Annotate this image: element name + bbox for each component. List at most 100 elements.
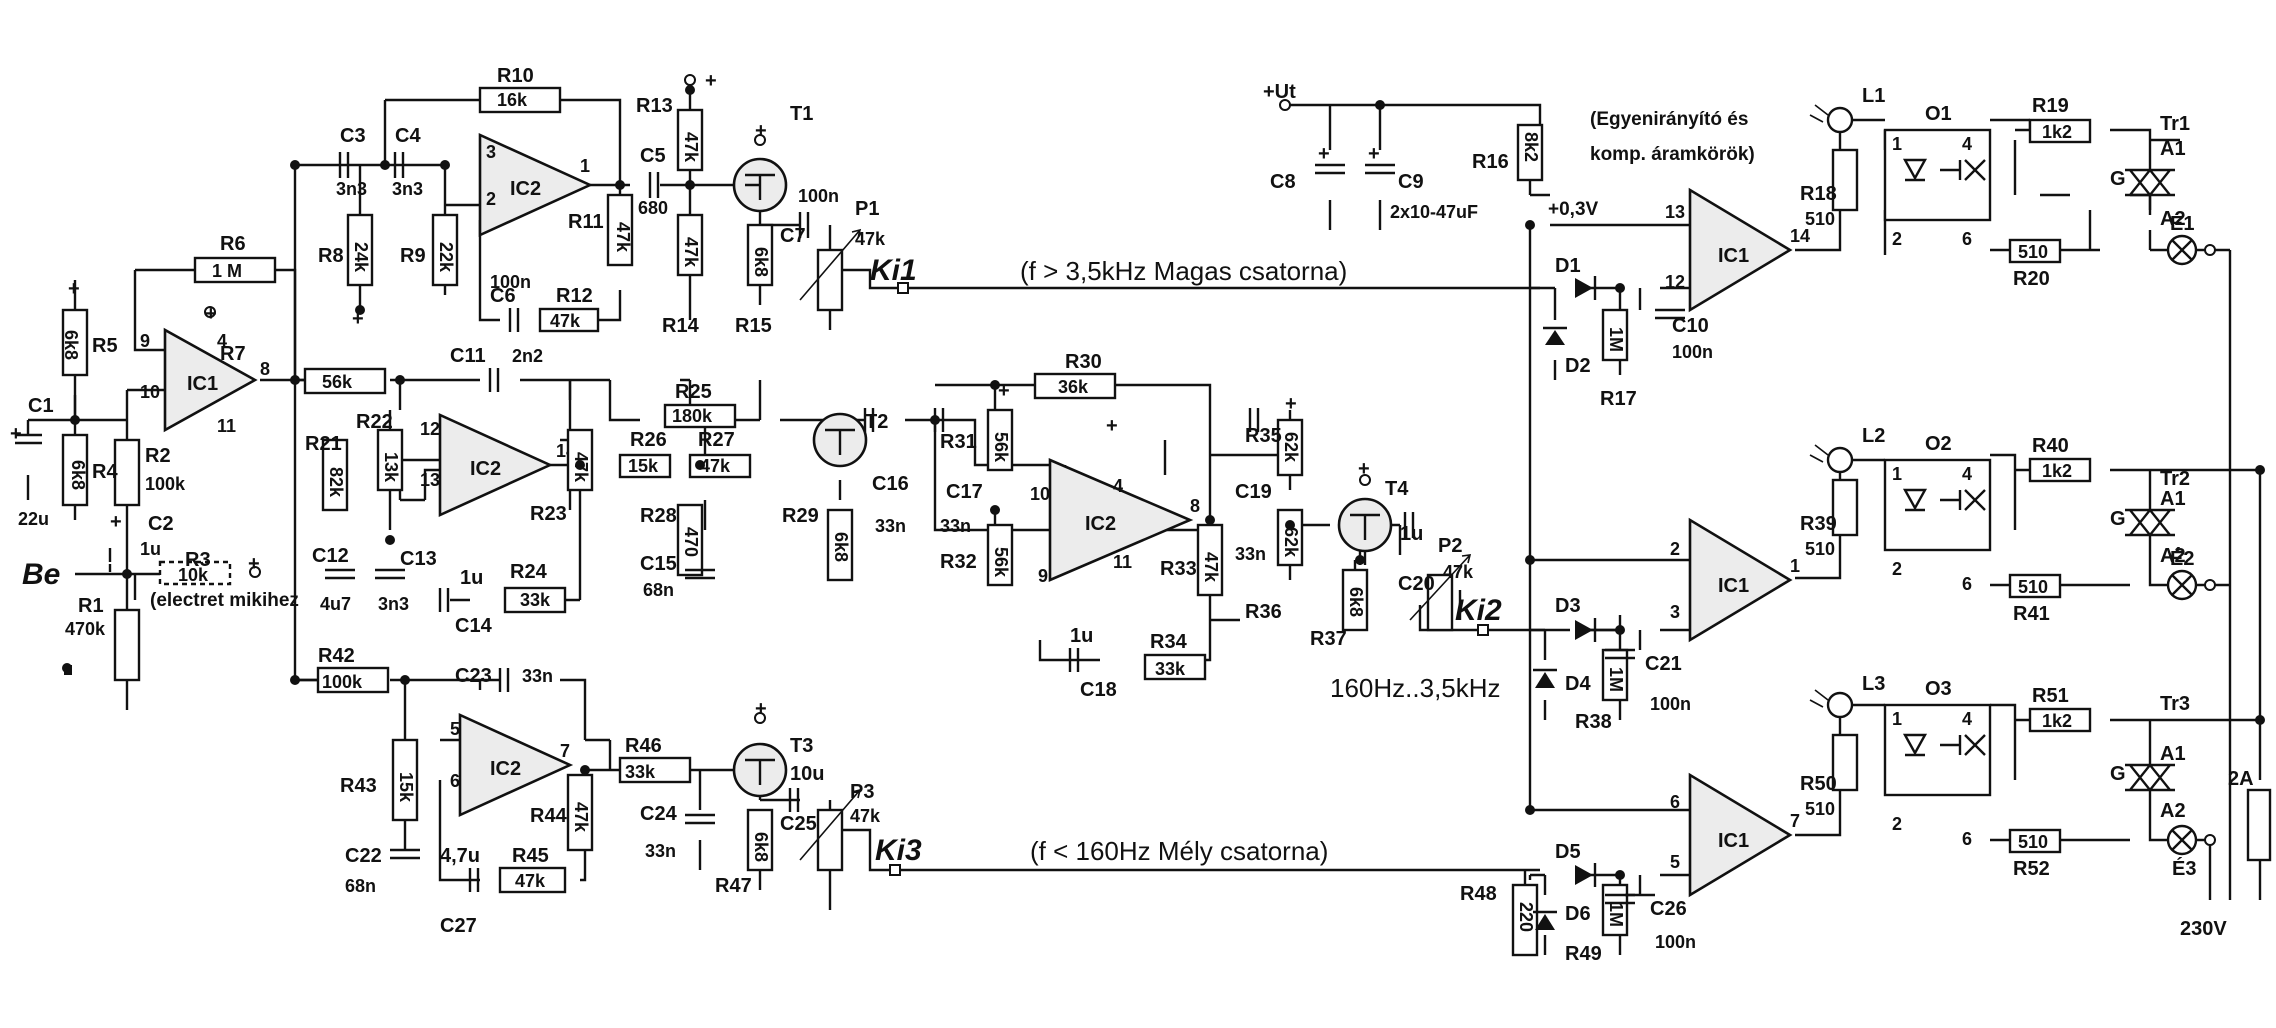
label-tr1-a1: A1 <box>2160 138 2186 160</box>
value-r30: 36k <box>1058 377 1089 397</box>
label-r26: R26 <box>630 429 667 451</box>
pin-label: 1 <box>1892 134 1902 154</box>
label-r22: R22 <box>356 411 393 433</box>
value-r13: 47k <box>681 132 701 163</box>
label-r6: R6 <box>220 233 246 255</box>
label-tr1-a2: A2 <box>2160 208 2186 230</box>
opamp-label: IC1 <box>1718 830 1749 852</box>
pin-label: 1 <box>1892 464 1902 484</box>
label-r42: R42 <box>318 645 355 667</box>
value-c11: 2n2 <box>512 346 543 366</box>
pin-label: 10 <box>140 382 160 402</box>
output-2-label: Ki2 <box>1455 594 1502 627</box>
value-r42: 100k <box>322 672 363 692</box>
value-c12: 4u7 <box>320 594 351 614</box>
label-l1: L1 <box>1862 85 1885 107</box>
label-r45: R45 <box>512 845 549 867</box>
value-r6: 1 M <box>212 261 242 281</box>
value-r18: 510 <box>1805 209 1835 229</box>
value-r43: 15k <box>396 772 416 803</box>
value-c19: 33n <box>1235 544 1266 564</box>
value-r12: 47k <box>550 311 581 331</box>
value-c21: 100n <box>1650 694 1691 714</box>
value-r1: 470k <box>65 619 106 639</box>
junction-dots <box>62 74 2265 880</box>
plus-sign: + <box>352 308 364 330</box>
pin-label: 5 <box>450 719 460 739</box>
pin-label: 5 <box>1670 852 1680 872</box>
label-r23: R23 <box>530 503 567 525</box>
label-c9: C9 <box>1398 171 1424 193</box>
label-c12: C12 <box>312 545 349 567</box>
label-r1: R1 <box>78 595 104 617</box>
pin-label: 11 <box>217 416 236 436</box>
high-channel-caption: (f > 3,5kHz Magas csatorna) <box>1020 256 1347 286</box>
plus-sign: + <box>1358 458 1370 480</box>
label-r41: R41 <box>2013 603 2050 625</box>
fuse-label: 2A <box>2228 768 2254 790</box>
value-r52: 510 <box>2018 832 2048 852</box>
label-tr1-gate: G <box>2110 168 2126 190</box>
value-r37: 6k8 <box>1346 587 1366 617</box>
label-r11: R11 <box>568 211 604 233</box>
value-c15: 68n <box>643 580 674 600</box>
value-c2: 1u <box>140 539 161 559</box>
opamp-label: IC1 <box>187 373 218 395</box>
label-c27: C27 <box>440 915 477 937</box>
value-c18: 1u <box>1070 625 1093 647</box>
label-r49: R49 <box>1565 943 1602 965</box>
pin-label: 4 <box>1962 464 1972 484</box>
value-r31: 56k <box>991 432 1011 463</box>
value-c6: 100n <box>490 272 531 292</box>
value-c23: 33n <box>522 666 553 686</box>
value-r22: 13k <box>381 452 401 483</box>
pin-label: 6 <box>1962 574 1972 594</box>
pin-label: 3 <box>486 142 496 162</box>
pin-label: 2 <box>1892 814 1902 834</box>
value-r25: 180k <box>672 406 713 426</box>
label-lamp3: É3 <box>2172 857 2196 880</box>
label-r20: R20 <box>2013 268 2050 290</box>
label-l3: L3 <box>1862 673 1885 695</box>
value-c4: 3n3 <box>392 179 423 199</box>
label-t4: T4 <box>1385 478 1409 500</box>
label-t1: T1 <box>790 103 813 125</box>
value-r21: 82k <box>326 467 346 498</box>
opamp-ic2-low: IC2 5 6 7 <box>450 712 574 818</box>
value-c1: 22u <box>18 509 49 529</box>
label-r34: R34 <box>1150 631 1188 653</box>
label-c5: C5 <box>640 145 666 167</box>
label-c19: C19 <box>1235 481 1272 503</box>
plus-sign: + <box>68 278 80 300</box>
note-top-line1: (Egyenirányító és <box>1590 109 1748 130</box>
label-l2: L2 <box>1862 425 1885 447</box>
pin-label: 9 <box>1038 566 1048 586</box>
label-r50: R50 <box>1800 773 1837 795</box>
value-c10: 100n <box>1672 342 1713 362</box>
output-1-label: Ki1 <box>870 254 917 287</box>
value-r3: 10k <box>178 565 209 585</box>
pin-label: 1 <box>1790 556 1800 576</box>
value-r7: 56k <box>322 372 353 392</box>
value-r45: 47k <box>515 871 546 891</box>
opamp-label: IC2 <box>470 458 501 480</box>
resistors-vertical <box>61 108 2272 957</box>
label-c13: C13 <box>400 548 437 570</box>
plus-sign: + <box>205 303 217 325</box>
label-r8: R8 <box>318 245 344 267</box>
label-r46: R46 <box>625 735 662 757</box>
low-channel-caption: (f < 160Hz Mély csatorna) <box>1030 836 1328 866</box>
value-r19: 1k2 <box>2042 122 2072 142</box>
label-r2: R2 <box>145 445 171 467</box>
value-r27: 47k <box>700 456 731 476</box>
pin-label: 8 <box>260 359 270 379</box>
label-o1: O1 <box>1925 103 1952 125</box>
opamp-label: IC1 <box>1718 245 1749 267</box>
label-c1: C1 <box>28 395 54 417</box>
value-r47: 6k8 <box>751 832 771 862</box>
plus-sign: + <box>248 553 260 575</box>
value-c24: 33n <box>645 841 676 861</box>
value-r50: 510 <box>1805 799 1835 819</box>
value-r20: 510 <box>2018 242 2048 262</box>
pin-label: 12 <box>420 419 440 439</box>
